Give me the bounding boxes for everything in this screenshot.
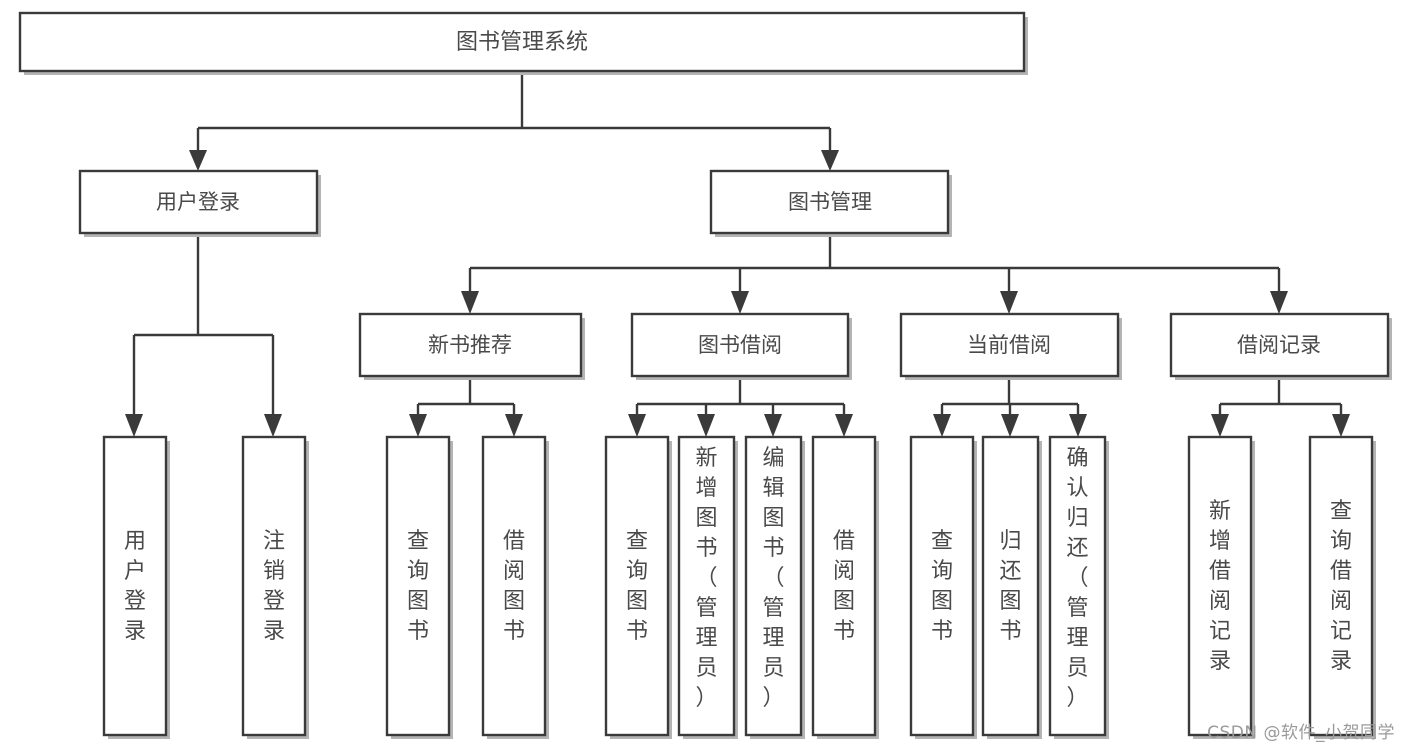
arrow-to-leaf-query-book-3	[933, 414, 951, 437]
arrow-to-leaf-edit-book	[764, 414, 782, 437]
arrow-to-leaf-borrow-book-1	[505, 414, 523, 437]
arrow-to-leaf-confirm-return	[1069, 414, 1087, 437]
arrow-to-leaf-query-book-2	[628, 414, 646, 437]
nodes-layer: 图书管理系统 用户登录 图书管理 新书推荐 图书借阅 当前借阅	[18, 11, 1392, 380]
node-rect	[358, 312, 583, 378]
leaf-node-label: 新增图书（管理员）	[695, 446, 717, 711]
arrow-to-leaf-query-book-1	[409, 414, 427, 437]
leaf-node-label: 归还图书	[999, 529, 1021, 644]
arrow-to-leaf-return-book	[1001, 414, 1019, 437]
leaf-node[interactable]: 归还图书	[981, 435, 1042, 739]
arrow-to-leaf-add-record	[1211, 414, 1229, 437]
node-rect	[811, 435, 877, 737]
node-label-system-root: 图书管理系统	[456, 30, 588, 55]
watermark-csdn: CSDN @软件_小贺同学	[1207, 723, 1395, 743]
node-rect	[1308, 435, 1374, 737]
node-rect	[1048, 435, 1107, 737]
leaf-node-label: 新增借阅记录	[1209, 499, 1231, 674]
node-rect	[744, 435, 803, 737]
leaf-node[interactable]: 用户登录	[102, 435, 170, 739]
leaf-node-label: 查询图书	[626, 529, 648, 644]
arrow-to-current-borrow	[1000, 291, 1018, 314]
node-label-new-book-recommend: 新书推荐	[428, 333, 512, 357]
leaf-node-label: 借阅图书	[833, 529, 855, 644]
node-rect	[981, 435, 1040, 737]
node-rect	[630, 312, 850, 378]
node-rect	[899, 312, 1120, 378]
leaf-node-label: 用户登录	[124, 529, 146, 644]
node-borrow-record[interactable]: 借阅记录	[1169, 312, 1392, 380]
node-current-borrow[interactable]: 当前借阅	[899, 312, 1122, 380]
leaf-node-label: 注销登录	[263, 529, 285, 644]
node-book-borrow[interactable]: 图书借阅	[630, 312, 852, 380]
leaf-node-label: 查询图书	[931, 529, 953, 644]
leaf-node[interactable]: 借阅图书	[811, 435, 879, 739]
edges-layer	[125, 71, 1350, 437]
arrow-to-book-borrow	[731, 291, 749, 314]
arrow-to-new-book-rec	[461, 291, 479, 314]
arrow-to-leaf-add-book	[697, 414, 715, 437]
leaf-node-label: 确认归还（管理员）	[1066, 446, 1088, 711]
node-label-current-borrow: 当前借阅	[967, 333, 1051, 357]
arrow-to-leaf-user-login	[125, 414, 143, 437]
node-rect	[78, 169, 319, 235]
node-rect	[481, 435, 547, 737]
node-book-management[interactable]: 图书管理	[709, 169, 952, 237]
arrow-to-leaf-query-record	[1332, 414, 1350, 437]
node-label-book-borrow: 图书借阅	[698, 333, 782, 357]
leaf-node[interactable]: 查询图书	[385, 435, 453, 739]
leaf-node-label: 编辑图书（管理员）	[762, 446, 784, 711]
node-rect	[604, 435, 670, 737]
leaf-node[interactable]: 查询图书	[604, 435, 672, 739]
node-rect	[241, 435, 307, 737]
node-system-root[interactable]: 图书管理系统	[18, 11, 1028, 75]
node-user-login[interactable]: 用户登录	[78, 169, 321, 237]
leaf-node[interactable]: 注销登录	[241, 435, 309, 739]
arrow-to-user-login	[189, 150, 207, 171]
arrow-to-book-mgmt	[821, 150, 839, 171]
leaf-node[interactable]: 新增图书（管理员）	[677, 435, 738, 739]
node-rect	[677, 435, 736, 737]
leaf-node-label: 借阅图书	[503, 529, 525, 644]
leaf-node[interactable]: 确认归还（管理员）	[1048, 435, 1109, 739]
node-rect	[18, 11, 1026, 73]
leaf-node[interactable]: 查询借阅记录	[1308, 435, 1376, 739]
node-rect	[1187, 435, 1253, 737]
leaf-node[interactable]: 编辑图书（管理员）	[744, 435, 805, 739]
node-label-borrow-record: 借阅记录	[1237, 333, 1321, 357]
node-label-user-login: 用户登录	[156, 190, 240, 214]
leaf-node[interactable]: 查询图书	[909, 435, 977, 739]
node-label-book-management: 图书管理	[788, 190, 872, 214]
node-new-book-recommend[interactable]: 新书推荐	[358, 312, 585, 380]
node-rect	[709, 169, 950, 235]
leaf-node-label: 查询图书	[407, 529, 429, 644]
node-rect	[909, 435, 975, 737]
arrow-to-borrow-record	[1270, 291, 1288, 314]
node-rect	[1169, 312, 1390, 378]
leaf-node[interactable]: 新增借阅记录	[1187, 435, 1255, 739]
leaf-nodes-layer: 用户登录 注销登录 查询图书 借阅图书 查询图书 新增图书（管理员） 编辑图书（管理员） 借阅…	[102, 435, 1376, 739]
node-rect	[385, 435, 451, 737]
arrow-to-leaf-logout	[264, 414, 282, 437]
leaf-node[interactable]: 借阅图书	[481, 435, 549, 739]
leaf-node-label: 查询借阅记录	[1330, 499, 1352, 674]
node-rect	[102, 435, 168, 737]
arrow-to-leaf-borrow-book-2	[835, 414, 853, 437]
